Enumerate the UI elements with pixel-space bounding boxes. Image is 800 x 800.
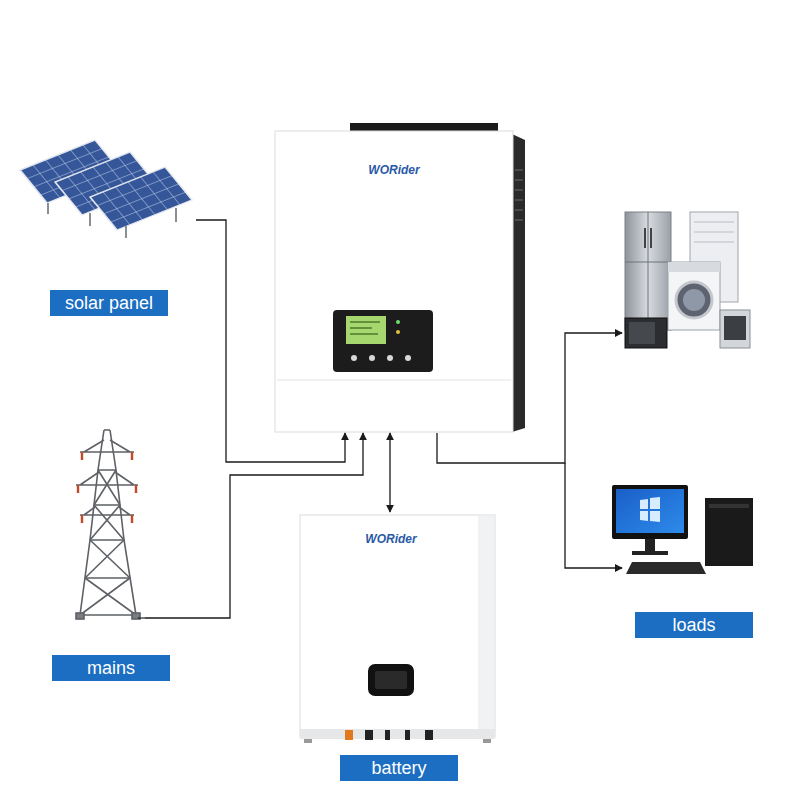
solar-panel-drawing-part xyxy=(48,203,176,238)
brand-logo: WORider xyxy=(298,531,484,547)
appliance-drawing-part xyxy=(625,212,671,330)
appliance-drawing-part xyxy=(720,310,750,348)
battery-drawing-part xyxy=(405,730,410,740)
caption-label: solar panel xyxy=(50,290,168,316)
inverter-drawing-part xyxy=(333,310,433,372)
pylon-drawing-part xyxy=(80,470,136,615)
pylon-drawing-part xyxy=(80,430,136,615)
inverter-node: WORider xyxy=(273,128,523,433)
battery-drawing-part xyxy=(365,730,373,740)
brand-logo: WORider xyxy=(273,162,515,178)
computer-drawing-part xyxy=(709,504,749,508)
appliance-drawing-part xyxy=(683,289,705,311)
computer-drawing-part xyxy=(632,551,668,555)
inverter-drawing-part xyxy=(351,355,357,361)
appliance-drawing-part xyxy=(694,222,734,242)
appliance-drawing-part xyxy=(625,318,667,348)
connector-line xyxy=(196,220,345,462)
appliance-drawing-part xyxy=(668,262,720,330)
pylon-drawing-part xyxy=(76,472,138,485)
caption-label: battery xyxy=(340,755,458,781)
computer-drawing-part xyxy=(645,539,655,551)
battery-drawing xyxy=(300,515,495,743)
solar-panel-drawing xyxy=(20,140,192,238)
inverter-drawing-part xyxy=(396,330,400,334)
appliance-drawing-part xyxy=(668,262,720,272)
mains-node: mains xyxy=(45,425,145,685)
battery-drawing-part xyxy=(345,730,353,740)
connector-line xyxy=(389,433,390,512)
caption-label: mains xyxy=(52,655,170,681)
battery-drawing-part xyxy=(375,671,407,689)
connector xyxy=(196,220,345,462)
appliance-drawing xyxy=(625,212,750,348)
pylon-wire xyxy=(138,617,145,618)
connector-line xyxy=(437,333,622,463)
computer-drawing xyxy=(612,485,753,574)
battery-node: WORiderbattery xyxy=(298,512,498,744)
appliance-drawing-part xyxy=(625,212,671,330)
pylon-drawing xyxy=(76,430,140,619)
inverter-drawing-part xyxy=(277,379,511,380)
appliance-drawing-part xyxy=(676,282,712,318)
battery-drawing-part xyxy=(478,516,494,736)
inverter-drawing-part xyxy=(512,134,525,432)
inverter-drawing-part xyxy=(369,355,375,361)
battery-drawing-part xyxy=(425,730,433,740)
appliance-drawing-part xyxy=(644,228,646,248)
computer-drawing-part xyxy=(616,489,684,533)
appliance-drawing-part xyxy=(724,316,746,340)
computer-drawing-part xyxy=(626,562,706,574)
caption-label: loads xyxy=(635,612,753,638)
battery-drawing-part xyxy=(300,729,495,739)
inverter-drawing-part xyxy=(405,355,411,361)
appliance-drawing-part xyxy=(650,228,652,248)
pylon-drawing-part xyxy=(80,430,136,615)
computer-drawing-part xyxy=(640,497,660,522)
inverter-drawing-part xyxy=(396,320,400,324)
battery-drawing-part xyxy=(368,664,414,696)
pylon-drawing-part xyxy=(78,452,136,523)
solar-panel-node: solar panel xyxy=(15,138,196,320)
inverter-drawing-part xyxy=(387,355,393,361)
connector-line xyxy=(145,433,363,618)
appliance-drawing-part xyxy=(629,322,655,344)
computer-drawing-part xyxy=(612,485,688,539)
inverter-drawing-part xyxy=(346,316,386,344)
loads-node: loads xyxy=(622,200,772,645)
connector xyxy=(145,433,363,618)
pylon-drawing-part xyxy=(80,507,134,515)
battery-drawing-part xyxy=(300,515,495,737)
battery-drawing-part xyxy=(304,739,312,743)
connector xyxy=(437,333,622,568)
pylon-drawing-part xyxy=(76,613,84,619)
connector-line xyxy=(565,463,622,568)
inverter-drawing-part xyxy=(350,322,380,334)
pylon-drawing-part xyxy=(80,440,134,452)
battery-drawing-part xyxy=(483,739,491,743)
computer-drawing-part xyxy=(705,498,753,566)
inverter-drawing-part xyxy=(515,170,523,220)
connector xyxy=(390,433,391,512)
battery-drawing-part xyxy=(385,730,390,740)
